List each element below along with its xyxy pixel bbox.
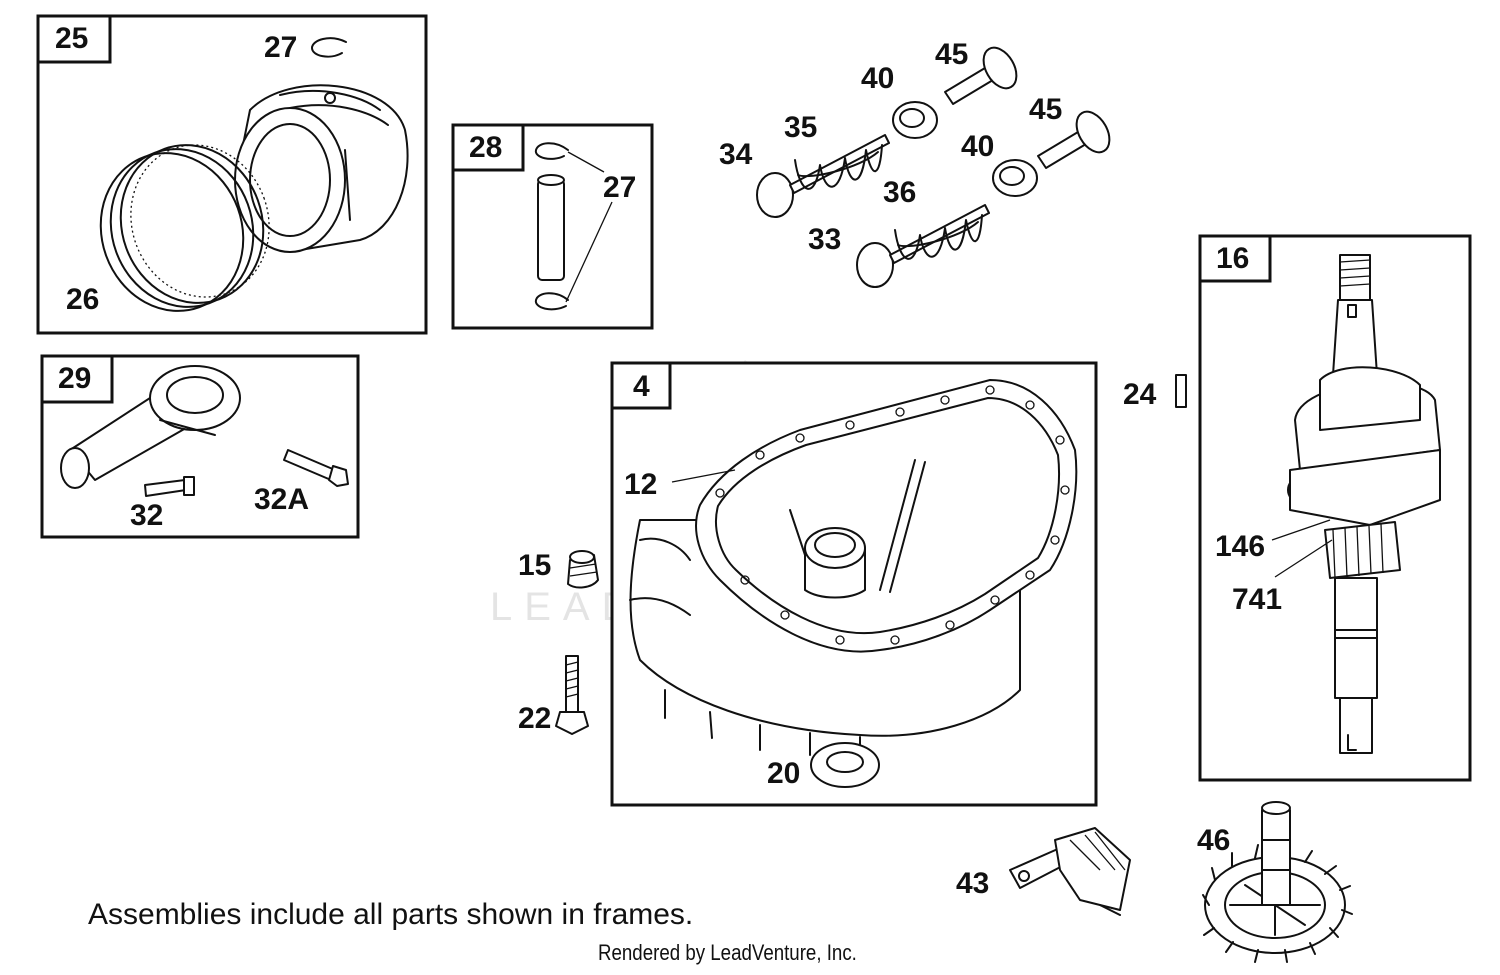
frame-29: 29 32 32A: [40, 354, 360, 539]
frame-tag-29: 29: [58, 362, 91, 395]
callout-34: 34: [719, 138, 753, 171]
callout-32: 32: [130, 499, 163, 532]
governor-icon[interactable]: [1009, 827, 1131, 916]
bolt-icon[interactable]: [144, 476, 195, 497]
callout-40-lower: 40: [961, 130, 994, 163]
frame-4: 4: [610, 361, 1098, 807]
callout-741: 741: [1232, 583, 1282, 616]
spring-retainer-icon[interactable]: [992, 159, 1038, 197]
valve-spring-icon[interactable]: [794, 144, 883, 190]
callout-27: 27: [264, 31, 297, 64]
crankshaft-icon[interactable]: [1287, 254, 1441, 754]
bolt-icon[interactable]: [555, 655, 589, 735]
callout-43: 43: [956, 867, 989, 900]
render-credit: Rendered by LeadVenture, Inc.: [598, 940, 857, 965]
callout-24: 24: [1123, 378, 1157, 411]
callout-40: 40: [861, 62, 894, 95]
circlip-icon[interactable]: [311, 37, 347, 58]
bolt-icon[interactable]: [283, 449, 349, 487]
piston-rings-icon[interactable]: [79, 125, 290, 331]
wrist-pin-icon[interactable]: [537, 174, 565, 281]
oil-seal-icon[interactable]: [810, 742, 880, 788]
callout-35: 35: [784, 111, 817, 144]
callout-12: 12: [624, 468, 657, 501]
callout-27-pin: 27: [603, 171, 636, 204]
callout-32a: 32A: [254, 483, 309, 516]
callout-22: 22: [518, 702, 551, 735]
tappet-icon[interactable]: [1037, 106, 1116, 169]
frame-tag-28: 28: [469, 131, 502, 164]
callout-26: 26: [66, 283, 99, 316]
key-icon[interactable]: [1175, 374, 1187, 408]
callout-20: 20: [767, 757, 800, 790]
piston-icon[interactable]: [234, 84, 409, 253]
valve-spring-icon[interactable]: [894, 214, 983, 260]
camshaft-icon[interactable]: [1202, 801, 1353, 963]
spring-retainer-icon[interactable]: [892, 101, 938, 139]
clip-icon[interactable]: [534, 292, 569, 311]
frame-25: 25 27 26: [36, 14, 428, 335]
callout-33: 33: [808, 223, 841, 256]
assemblies-footnote: Assemblies include all parts shown in fr…: [88, 898, 694, 931]
valve-icon[interactable]: [756, 134, 890, 218]
frame-tag-25: 25: [55, 22, 88, 55]
callout-146: 146: [1215, 530, 1265, 563]
tappet-icon[interactable]: [944, 42, 1023, 105]
callout-45: 45: [935, 38, 968, 71]
callout-15: 15: [518, 549, 551, 582]
frame-tag-4: 4: [633, 370, 650, 403]
valve-icon[interactable]: [856, 204, 990, 288]
clip-icon[interactable]: [534, 142, 569, 160]
connecting-rod-icon[interactable]: [60, 365, 241, 489]
plug-icon[interactable]: [567, 550, 599, 589]
frame-16: 16 146 741: [1198, 234, 1472, 782]
frame-tag-16: 16: [1216, 242, 1249, 275]
crankcase-sump-icon[interactable]: [629, 379, 1078, 759]
valve-train-group: 45 40 35 34 45 40 36 33: [719, 38, 1116, 288]
callout-36: 36: [883, 176, 916, 209]
frame-28: 28 27: [451, 123, 654, 330]
callout-46: 46: [1197, 824, 1230, 857]
callout-45-lower: 45: [1029, 93, 1062, 126]
